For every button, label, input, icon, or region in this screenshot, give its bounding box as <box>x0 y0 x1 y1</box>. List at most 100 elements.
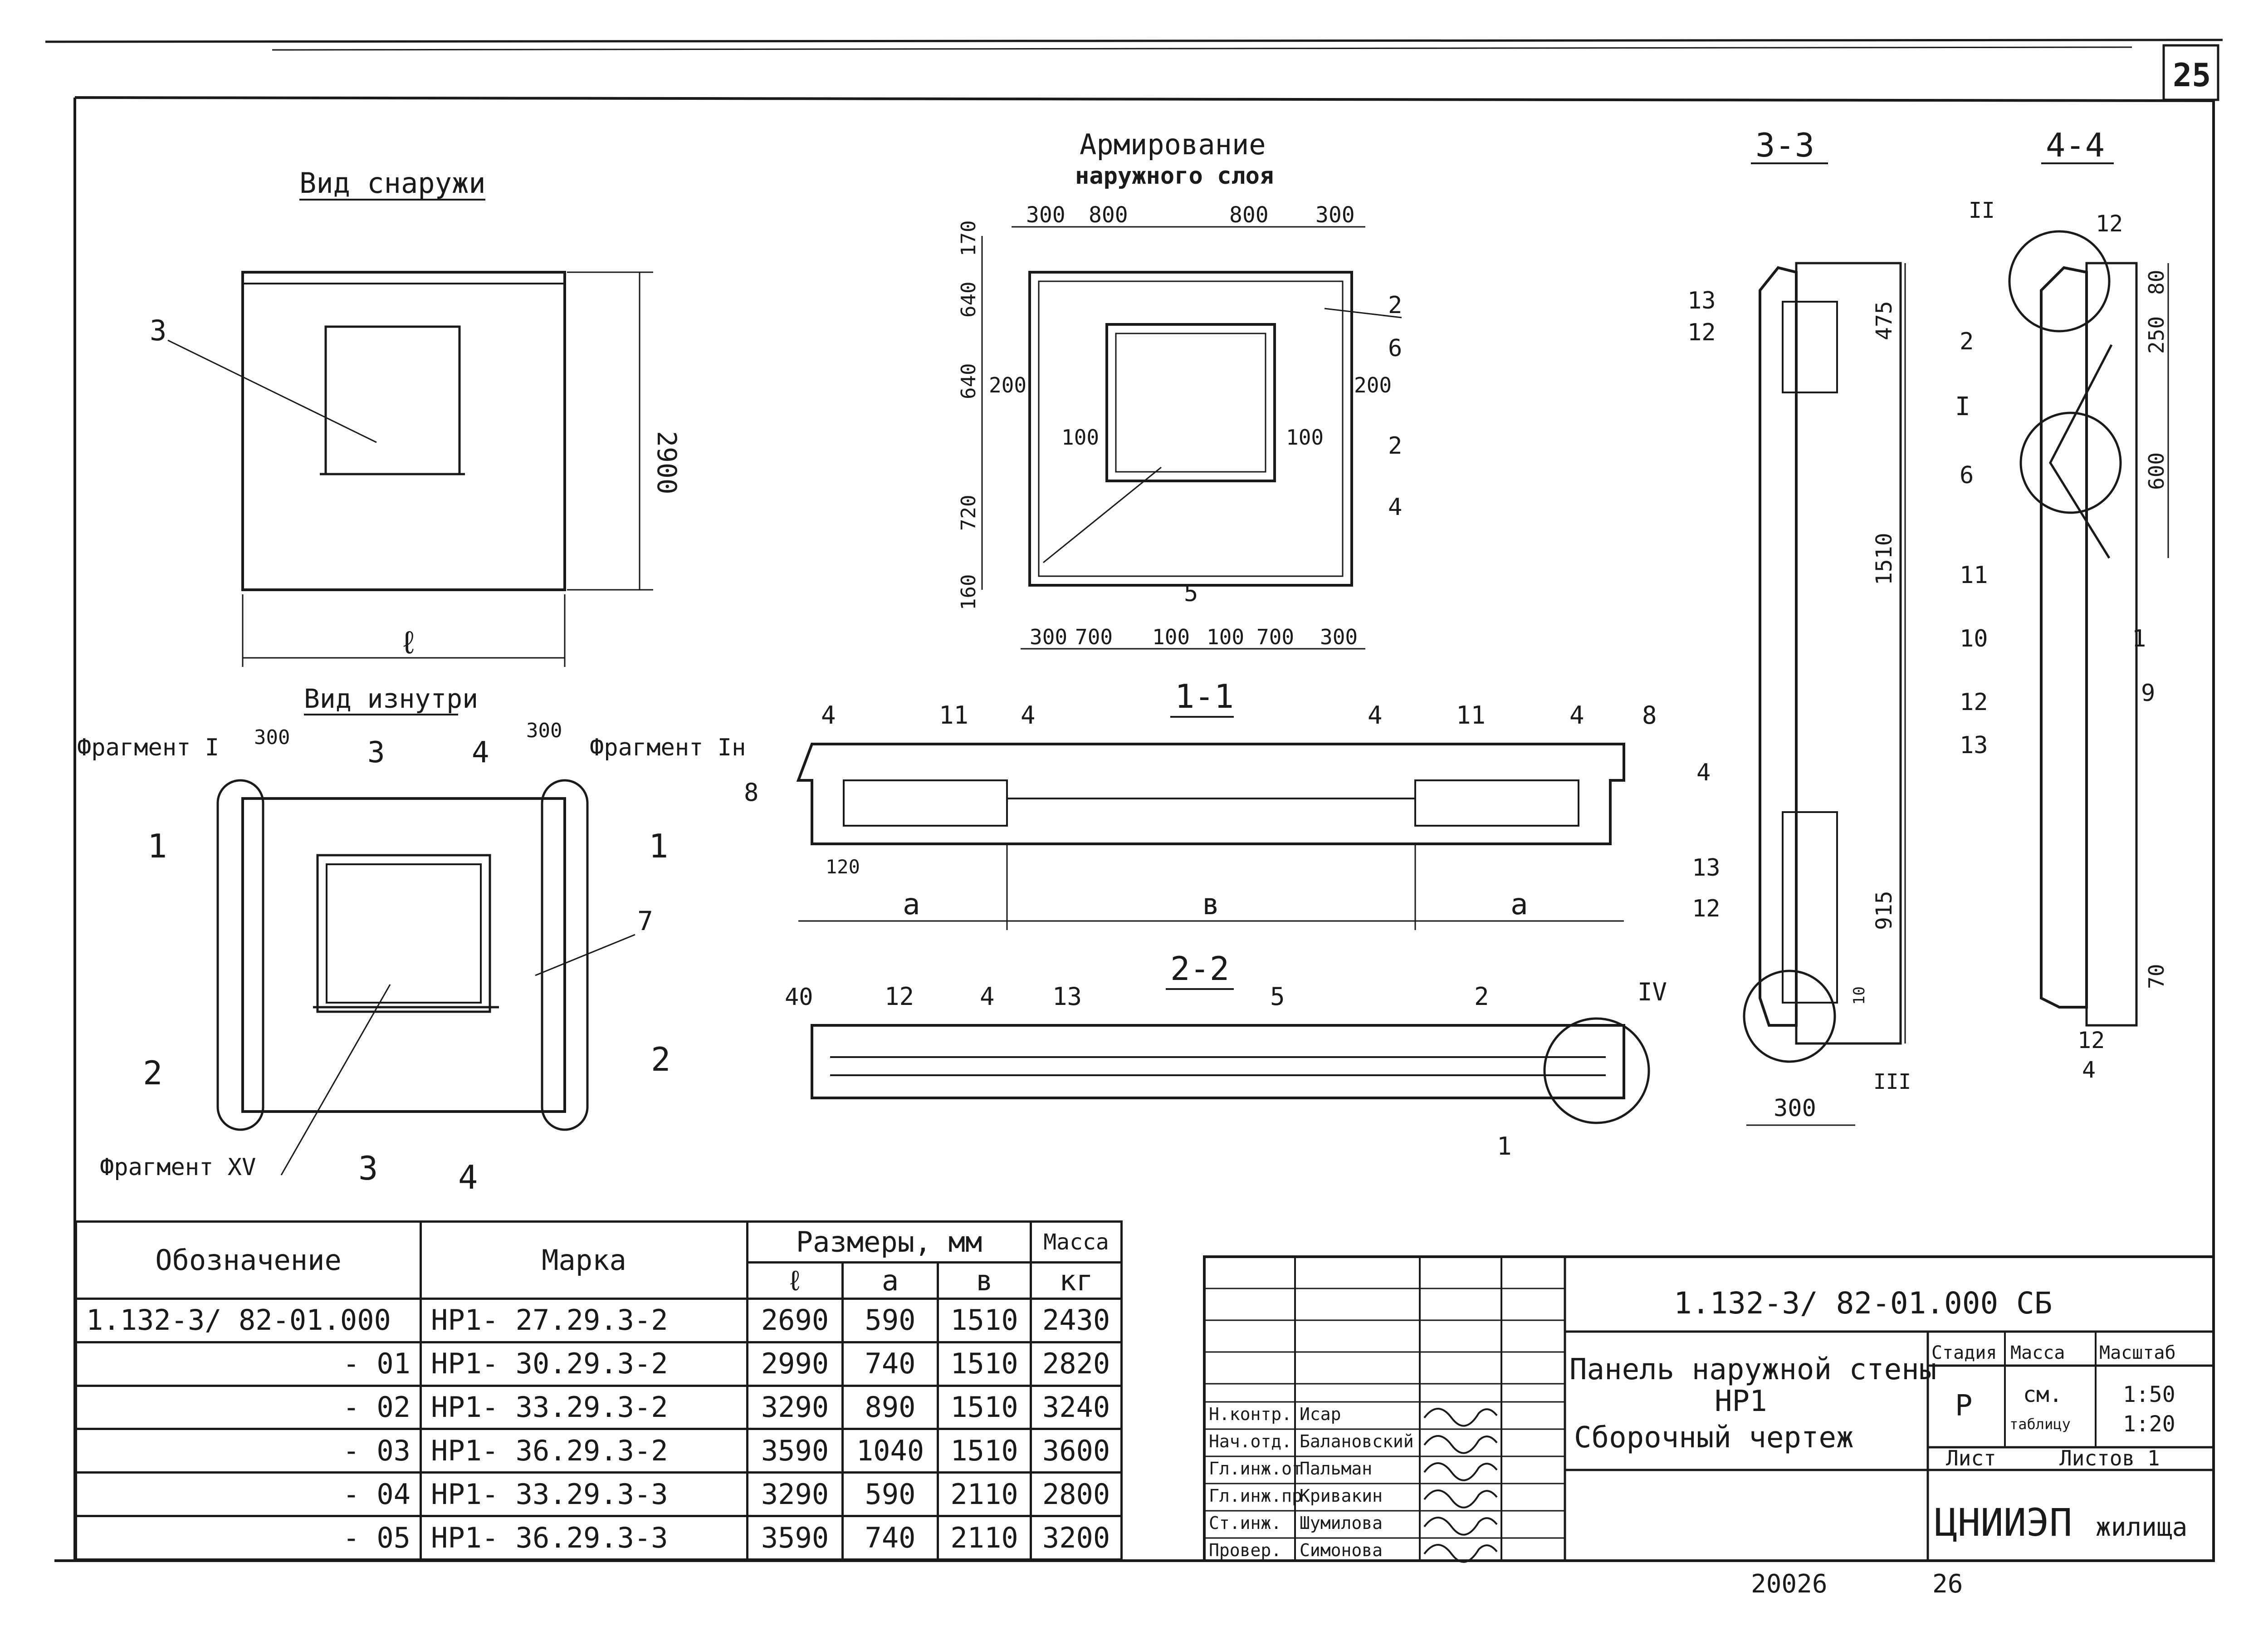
spec-b: 1510 <box>936 1298 1032 1343</box>
spec-sub-l: ℓ <box>746 1261 844 1300</box>
signature-0 <box>1423 1408 1498 1427</box>
spec-designation: - 03 <box>75 1428 422 1474</box>
tb-org: ЦНИИЭП <box>1935 1500 2072 1545</box>
inside-dim-300a: 300 <box>254 726 290 749</box>
reinf-dim-bot-4: 700 <box>1256 625 1294 649</box>
inside-cut-1-right: 1 <box>649 827 668 865</box>
sec22-ref-1: 4 <box>980 982 995 1011</box>
sec44-ref-9: 9 <box>2141 680 2155 707</box>
sec44-ref-3: I <box>1955 392 1970 421</box>
outside-title: Вид снаружи <box>299 167 486 200</box>
reinf-mesh <box>1038 280 1344 577</box>
sec44-ref-4: 6 <box>1960 462 1974 489</box>
tb-org-2: жилища <box>2096 1513 2187 1542</box>
sec22-fragment-label: IV <box>1637 978 1667 1006</box>
tb-person-2: Пальман <box>1300 1459 1372 1479</box>
inside-cut-3-top: 3 <box>367 736 385 769</box>
inside-cut-2-left: 2 <box>143 1054 162 1092</box>
sec33-insert-bot <box>1782 811 1838 1004</box>
spec-mark: НР1- 36.29.3-2 <box>420 1428 748 1474</box>
spec-l: 3290 <box>746 1384 844 1430</box>
reinf-title-2: наружного слоя <box>1075 162 1274 190</box>
reinf-dim-top-1: 800 <box>1089 202 1128 228</box>
sec22-panel <box>811 1024 1625 1099</box>
tb-sheet-label: Лист <box>1946 1446 1996 1470</box>
reinf-dim-bot-3: 100 <box>1207 625 1244 649</box>
spec-b: 1510 <box>936 1341 1032 1387</box>
spec-a: 740 <box>841 1515 939 1561</box>
signature-1 <box>1423 1435 1498 1454</box>
fragment-15-label: Фрагмент XV <box>100 1154 256 1181</box>
spec-designation: - 01 <box>75 1341 422 1387</box>
spec-a: 890 <box>841 1384 939 1430</box>
spec-b: 1510 <box>936 1384 1032 1430</box>
spec-mass: 2800 <box>1030 1471 1123 1518</box>
tb-person-5: Симонова <box>1300 1540 1383 1560</box>
spec-a: 740 <box>841 1341 939 1387</box>
spec-a: 590 <box>841 1298 939 1343</box>
top-edge-line-2 <box>272 46 2132 51</box>
tb-role-3: Гл.инж.пр <box>1209 1486 1302 1506</box>
signature-2 <box>1423 1462 1498 1481</box>
outside-panel <box>241 271 566 591</box>
sec11-dim-a-left: a <box>903 888 920 921</box>
reinf-ref-0: 2 <box>1388 292 1402 319</box>
outside-window <box>324 325 461 475</box>
tb-mass-label: Масса <box>2010 1342 2065 1363</box>
reinf-dim-bot-5: 300 <box>1320 625 1358 649</box>
reinf-dim-top-0: 300 <box>1026 202 1066 228</box>
tb-role-2: Гл.инж.от <box>1209 1459 1302 1479</box>
sec11-ref-8-left: 8 <box>744 778 759 807</box>
sec11-dim-a-right: a <box>1510 888 1528 921</box>
inside-leader-7 <box>535 934 635 976</box>
sec22-ref-2: 13 <box>1052 982 1082 1011</box>
reinf-dim-top-3: 300 <box>1315 202 1355 228</box>
sec11-ref-4: 11 <box>1456 701 1486 730</box>
inside-leader-15 <box>280 984 391 1176</box>
sec22-ref-3: 5 <box>1270 982 1285 1011</box>
table-row: - 03 НР1- 36.29.3-2 3590 1040 1510 3600 <box>75 1428 1123 1474</box>
sec11-panel <box>796 743 1625 845</box>
tb-person-3: Кривакин <box>1300 1486 1383 1506</box>
inside-panel <box>241 797 566 1113</box>
inside-window <box>316 854 491 1013</box>
spec-mark: НР1- 30.29.3-2 <box>420 1341 748 1387</box>
fragment-1-label: Фрагмент I <box>77 734 219 761</box>
reinf-dim-left-2: 640 <box>957 363 980 399</box>
spec-a: 590 <box>841 1471 939 1518</box>
spec-table: Обозначение Марка Размеры, мм Масса ℓ a … <box>75 1220 1123 1561</box>
spec-mass: 2820 <box>1030 1341 1123 1387</box>
sec11-ref-0: 4 <box>821 701 836 730</box>
tb-scale-label: Масштаб <box>2099 1342 2176 1363</box>
reinf-panel <box>1028 271 1353 587</box>
sec33-fragment-label: III <box>1873 1069 1911 1094</box>
dim-l: ℓ <box>399 624 418 661</box>
dim-2900: 2900 <box>651 431 682 495</box>
reinf-dim-left-0: 170 <box>957 220 980 256</box>
sec33-title: 3-3 <box>1755 126 1814 164</box>
fragment-1-outline <box>216 779 264 1131</box>
sec11-dim-b: в <box>1202 888 1220 921</box>
tb-person-1: Балановский <box>1300 1431 1414 1451</box>
reinf-dim-side-2: 100 <box>1061 425 1099 450</box>
fragment-1h-outline <box>541 779 589 1131</box>
sec44-dim-3: 70 <box>2144 964 2169 989</box>
sec33-ref-3: 13 <box>1692 854 1721 882</box>
reinf-dim-side-0: 200 <box>989 373 1026 397</box>
inside-title: Вид изнутри <box>304 683 478 714</box>
spec-sub-mass: кг <box>1030 1261 1123 1300</box>
sec44-ref-8: 12 <box>1960 689 1988 716</box>
tb-scale-1: 1:50 <box>2123 1382 2175 1407</box>
sec11-dim-120: 120 <box>826 856 860 878</box>
spec-a: 1040 <box>841 1428 939 1474</box>
tb-mass-2: таблицу <box>2009 1416 2071 1433</box>
sec44-ref-5: 11 <box>1960 562 1988 589</box>
sec33-panel-left <box>1759 266 1798 1027</box>
top-edge-line <box>45 39 2223 43</box>
signature-3 <box>1423 1489 1498 1509</box>
reinf-ref-1: 6 <box>1388 335 1402 362</box>
sec44-ref-2: 2 <box>1960 328 1974 355</box>
spec-mass: 2430 <box>1030 1298 1123 1343</box>
sec33-ref-2: 4 <box>1696 759 1711 786</box>
